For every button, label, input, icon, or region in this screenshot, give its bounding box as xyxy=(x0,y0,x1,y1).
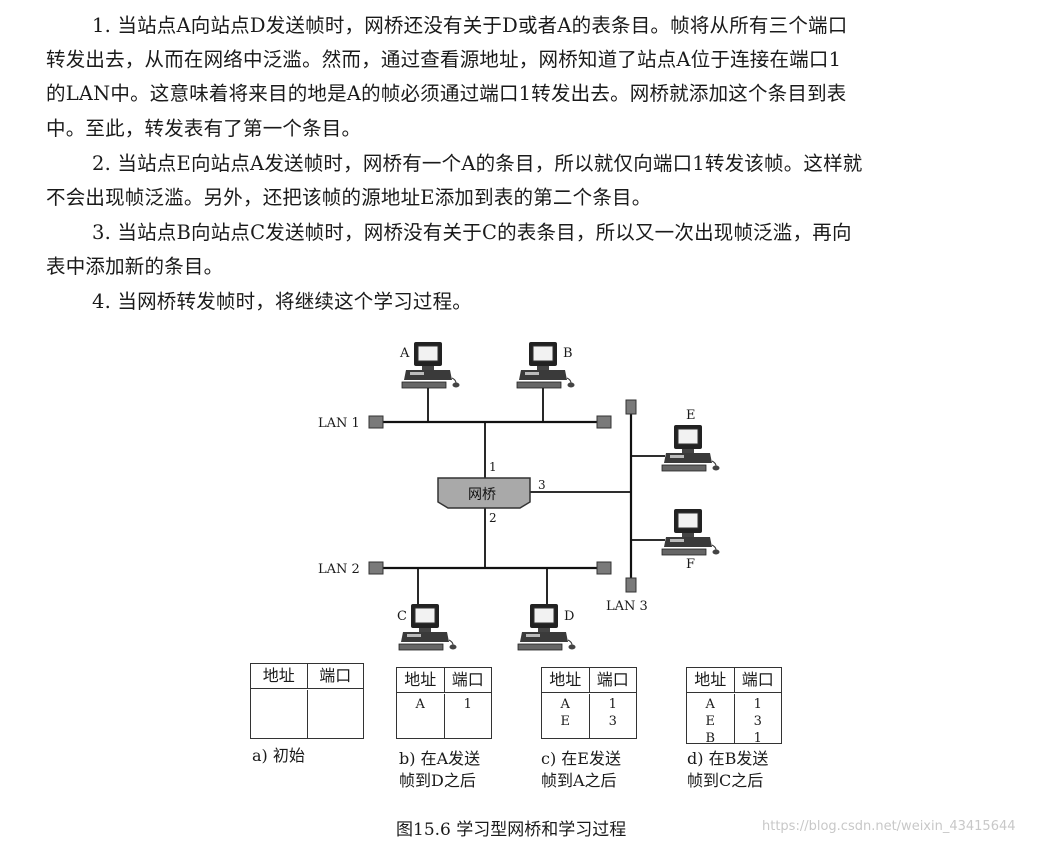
table-address-column: A xyxy=(415,697,425,712)
table-header-address: 地址 xyxy=(694,670,727,689)
station-d-label: D xyxy=(564,609,574,624)
table-header-port: 端口 xyxy=(733,668,782,692)
bridge-label: 网桥 xyxy=(468,487,496,503)
paragraph-line: 中。至此，转发表有了第一个条目。 xyxy=(46,117,362,140)
table-caption: a) 初始 xyxy=(252,746,305,765)
station-b-label: B xyxy=(563,346,573,361)
lan1-segment xyxy=(368,415,612,429)
table-caption: b) 在A发送 xyxy=(399,749,481,768)
lan1-label: LAN 1 xyxy=(318,416,360,431)
forwarding-table-after-a: 地址 端口 A 1 xyxy=(396,667,492,739)
paragraph-line: 表中添加新的条目。 xyxy=(46,255,224,278)
table-caption: d) 在B发送 xyxy=(687,749,769,768)
station-a-label: A xyxy=(399,346,410,361)
forwarding-table-after-e: 地址 端口 A E 1 3 xyxy=(541,667,637,739)
port-3-label: 3 xyxy=(538,478,546,492)
station-c-computer xyxy=(398,603,457,651)
table-caption: c) 在E发送 xyxy=(541,749,621,768)
figure-title: 图15.6 学习型网桥和学习过程 xyxy=(396,820,627,840)
forwarding-table-after-b: 地址 端口 A E B 1 3 1 xyxy=(686,667,782,746)
lan2-segment xyxy=(368,561,612,575)
table-header-address: 地址 xyxy=(404,670,437,689)
watermark: https://blog.csdn.net/weixin_43415644 xyxy=(762,819,1016,834)
paragraph-line: 不会出现帧泛滥。另外，还把该帧的源地址E添加到表的第二个条目。 xyxy=(46,186,652,209)
paragraph-line: 3. 当站点B向站点C发送帧时，网桥没有关于C的表条目，所以又一次出现帧泛滥，再… xyxy=(92,221,852,244)
station-e-label: E xyxy=(686,408,696,423)
table-caption: 帧到C之后 xyxy=(687,771,764,790)
table-caption: 帧到D之后 xyxy=(399,771,476,790)
table-header-port: 端口 xyxy=(588,668,637,692)
port-2-label: 2 xyxy=(489,511,497,525)
lan2-label: LAN 2 xyxy=(318,562,360,577)
table-address-column: A E xyxy=(560,697,571,729)
table-port-column: 1 xyxy=(443,694,492,738)
table-port-column: 1 3 xyxy=(588,694,637,738)
lan3-label: LAN 3 xyxy=(606,599,648,614)
lan3-segment xyxy=(625,399,637,593)
table-address-column: A E B xyxy=(705,697,716,746)
table-port-column xyxy=(306,690,364,738)
paragraph-line: 1. 当站点A向站点D发送帧时，网桥还没有关于D或者A的表条目。帧将从所有三个端… xyxy=(92,14,848,37)
table-caption: 帧到A之后 xyxy=(541,771,617,790)
table-header-port: 端口 xyxy=(443,668,492,692)
table-port-column: 1 3 1 xyxy=(733,694,782,746)
paragraph-line: 转发出去，从而在网络中泛滥。然而，通过查看源地址，网桥知道了站点A位于连接在端口… xyxy=(46,48,842,71)
table-address-column xyxy=(251,690,307,738)
forwarding-table-initial: 地址 端口 xyxy=(250,663,364,739)
station-c-label: C xyxy=(397,609,407,624)
table-header-port: 端口 xyxy=(306,664,364,688)
table-header-address: 地址 xyxy=(262,666,295,685)
port-1-label: 1 xyxy=(489,460,497,474)
paragraph-line: 4. 当网桥转发帧时，将继续这个学习过程。 xyxy=(92,290,473,313)
station-f-label: F xyxy=(686,557,695,572)
station-e-computer xyxy=(661,424,720,472)
table-header-address: 地址 xyxy=(549,670,582,689)
station-a-computer xyxy=(401,341,460,389)
bridge: 网桥 xyxy=(437,477,531,509)
paragraph-line: 2. 当站点E向站点A发送帧时，网桥有一个A的条目，所以就仅向端口1转发该帧。这… xyxy=(92,152,863,175)
paragraph-line: 的LAN中。这意味着将来目的地是A的帧必须通过端口1转发出去。网桥就添加这个条目… xyxy=(46,82,847,105)
station-f-computer xyxy=(661,508,720,556)
